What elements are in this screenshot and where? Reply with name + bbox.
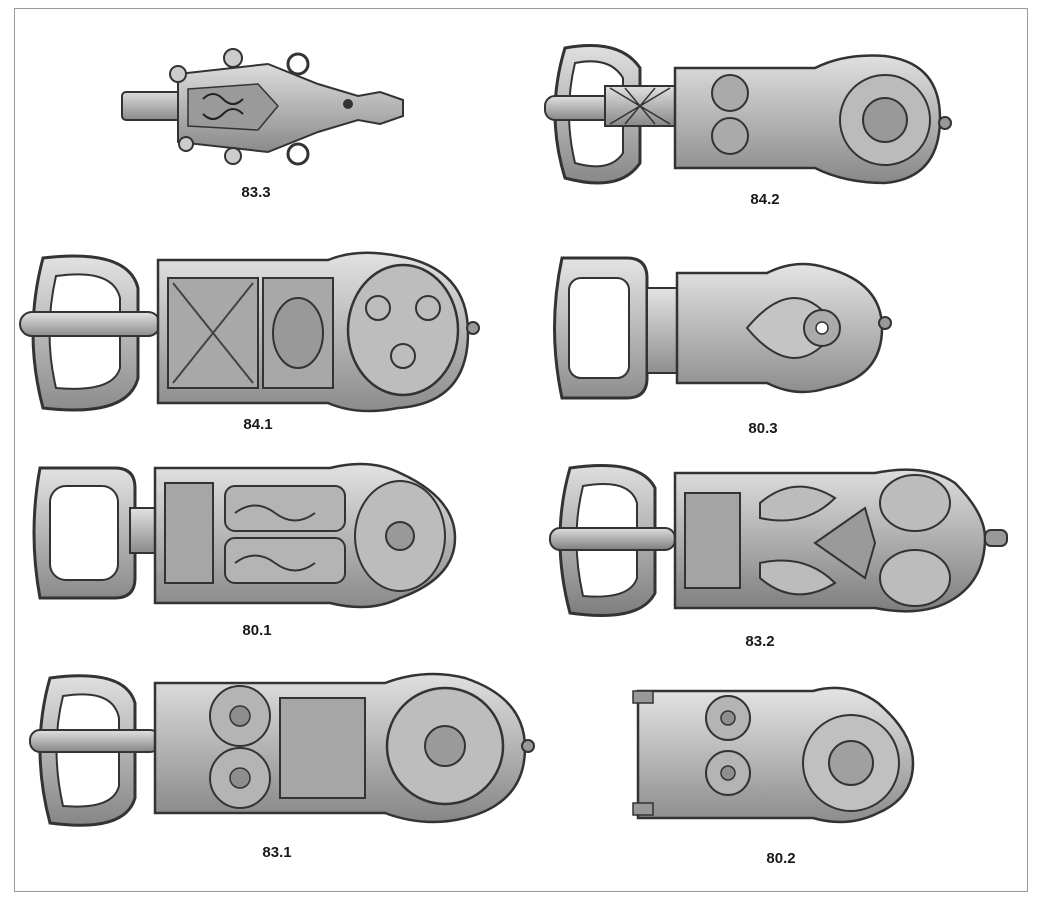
figure-label: 84.1 xyxy=(243,416,273,433)
figure-label: 83.2 xyxy=(745,633,775,650)
buckle-83-2-drawing xyxy=(549,464,1008,617)
buckle-84-2-drawing xyxy=(544,44,952,185)
buckle-84-1: 84.1 xyxy=(18,248,493,438)
buckle-80-3: 80.3 xyxy=(547,248,897,443)
figure-label: 83.3 xyxy=(241,184,271,201)
buckle-80-2-drawing xyxy=(632,686,915,824)
buckle-80-2: 80.2 xyxy=(632,683,933,883)
figure-label: 84.2 xyxy=(750,191,780,208)
buckle-80-1: 80.1 xyxy=(30,458,470,648)
buckle-83-1-drawing xyxy=(29,672,535,827)
figure-label: 80.1 xyxy=(242,622,272,639)
buckle-83-3: 83.3 xyxy=(118,44,408,201)
figure-label: 80.3 xyxy=(748,420,778,437)
buckle-84-2: 84.2 xyxy=(544,38,955,218)
buckle-83-2: 83.2 xyxy=(545,458,1015,658)
figure-label: 80.2 xyxy=(766,850,796,867)
buckle-83-3-drawing xyxy=(121,48,404,166)
figure-label: 83.1 xyxy=(262,844,292,861)
buckle-84-1-drawing xyxy=(19,251,480,413)
plate-frame xyxy=(14,8,1028,892)
buckle-80-1-drawing xyxy=(32,462,457,609)
buckle-80-3-drawing xyxy=(553,256,892,400)
buckle-83-1: 83.1 xyxy=(25,668,545,868)
